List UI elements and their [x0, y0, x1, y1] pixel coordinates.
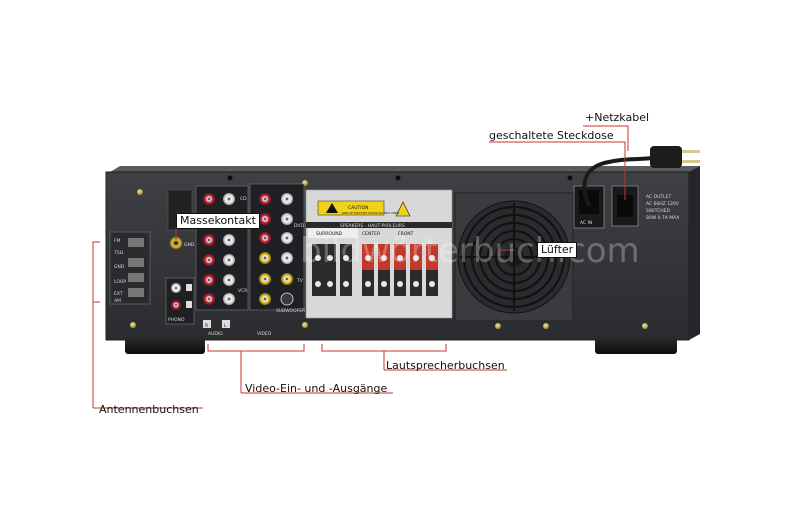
- svg-text:SPEAKERS - HAUT-PARLEURS: SPEAKERS - HAUT-PARLEURS: [340, 223, 405, 229]
- svg-text:GND: GND: [184, 242, 195, 248]
- svg-text:AUDIO: AUDIO: [208, 331, 223, 337]
- svg-text:FM: FM: [114, 238, 121, 244]
- svg-text:L: L: [224, 323, 227, 329]
- foot-left: [125, 338, 205, 354]
- svg-text:SWITCHED: SWITCHED: [646, 208, 670, 214]
- svg-text:PHONO: PHONO: [168, 317, 185, 323]
- svg-text:CD: CD: [240, 196, 247, 202]
- svg-text:EXT: EXT: [114, 291, 123, 297]
- speaker-post-hole: [413, 281, 419, 287]
- label-massekontakt: Massekontakt: [176, 213, 260, 229]
- svg-text:AC 60HZ 120V: AC 60HZ 120V: [646, 201, 680, 207]
- speaker-post-hole: [343, 281, 349, 287]
- speaker-post-hole: [365, 255, 371, 261]
- svg-text:LOOP: LOOP: [114, 279, 126, 285]
- svg-text:CENTER: CENTER: [362, 231, 380, 237]
- svg-text:SUBWOOFER: SUBWOOFER: [276, 308, 305, 314]
- audio-jacks: CD VCR: [195, 185, 249, 311]
- ac-inlet: AC IN: [573, 185, 605, 229]
- speaker-terminals: [312, 244, 438, 296]
- speaker-post-hole: [315, 255, 321, 261]
- svg-text:GND: GND: [114, 264, 125, 270]
- leader-lines: [92, 125, 629, 409]
- svg-text:AC OUTLET: AC OUTLET: [646, 194, 672, 200]
- speaker-post-hole: [397, 281, 403, 287]
- svg-text:RISK OF ELECTRIC SHOCK DO NOT: RISK OF ELECTRIC SHOCK DO NOT OPEN: [342, 211, 399, 215]
- chassis-screws: [130, 175, 648, 329]
- speaker-post-hole: [327, 281, 333, 287]
- speaker-post-hole: [327, 255, 333, 261]
- svg-text:TV: TV: [296, 278, 304, 284]
- label-lautsprecherbuchsen: Lautsprecherbuchsen: [386, 359, 505, 372]
- chassis-top: [110, 166, 700, 172]
- phono-jacks: PHONO: [165, 277, 195, 325]
- chassis-side: [689, 166, 700, 340]
- svg-text:AC IN: AC IN: [580, 220, 592, 226]
- power-cord: [582, 146, 700, 207]
- ac-outlet: AC OUTLET AC 60HZ 120V SWITCHED 80W 0.7A…: [611, 185, 680, 227]
- svg-text:DVD: DVD: [294, 223, 304, 229]
- svg-text:SURROUND: SURROUND: [316, 231, 343, 237]
- svg-text:VCR: VCR: [238, 288, 247, 294]
- speaker-post-hole: [413, 255, 419, 261]
- label-luefter: Lüfter: [537, 242, 578, 258]
- svg-text:R: R: [205, 323, 208, 329]
- jack-group-labels: R L AUDIO VIDEO: [203, 320, 272, 337]
- speaker-post-hole: [343, 255, 349, 261]
- speaker-post-hole: [381, 281, 387, 287]
- svg-text:FRONT: FRONT: [398, 231, 414, 237]
- svg-text:75Ω: 75Ω: [114, 250, 124, 256]
- label-video: Video-Ein- und -Ausgänge: [245, 382, 388, 395]
- speaker-post-hole: [429, 281, 435, 287]
- cooling-fan: [454, 192, 574, 322]
- antenna-terminals: FM 75Ω GND LOOP EXT AM: [109, 231, 151, 305]
- svg-text:80W 0.7A MAX: 80W 0.7A MAX: [646, 215, 679, 221]
- speaker-post-hole: [365, 281, 371, 287]
- svg-text:CAUTION: CAUTION: [348, 205, 369, 211]
- speaker-post-hole: [381, 255, 387, 261]
- label-steckdose: geschaltete Steckdose: [489, 129, 614, 142]
- video-jacks: TV DVD SUBWOOFER: [249, 183, 305, 314]
- svg-text:VIDEO: VIDEO: [257, 331, 272, 337]
- speaker-post-hole: [315, 281, 321, 287]
- label-antennenbuchsen: Antennenbuchsen: [99, 403, 199, 416]
- speaker-post-hole: [397, 255, 403, 261]
- label-netzkabel: +Netzkabel: [585, 111, 650, 124]
- speaker-post-hole: [429, 255, 435, 261]
- watermark: bildwörterbuch.com: [300, 231, 640, 271]
- foot-right: [595, 338, 677, 354]
- svg-text:AM: AM: [114, 298, 121, 304]
